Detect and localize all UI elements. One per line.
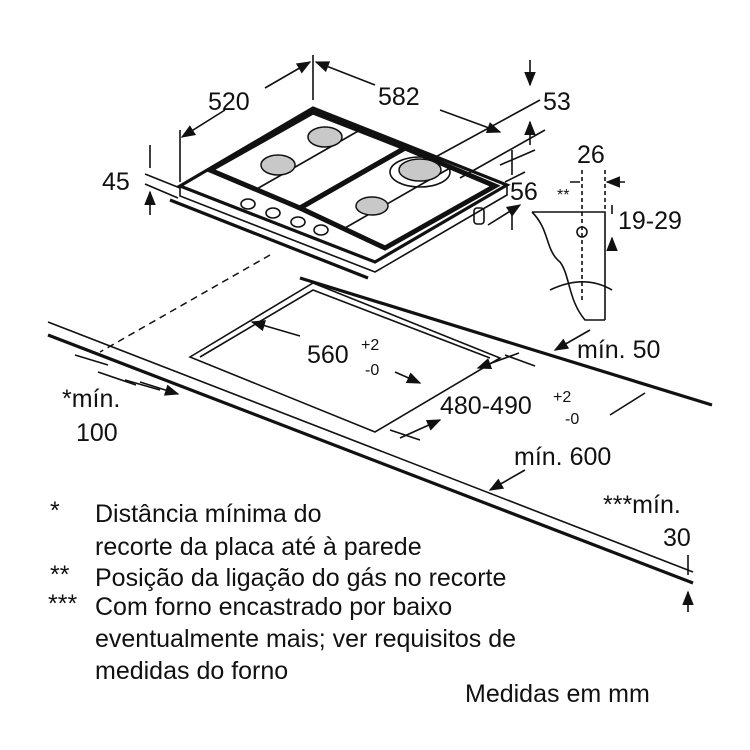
- gas-connection-detail: [531, 170, 625, 321]
- cutout-width-tol-plus: +2: [361, 337, 379, 354]
- depth-label: 520: [208, 88, 250, 116]
- footnote-text: Com forno encastrado por baixo: [95, 593, 452, 621]
- gas-marker-label: **: [557, 187, 569, 204]
- footnote-text: eventualmente mais; ver requisitos de: [95, 625, 516, 653]
- footnote-mark: ***: [48, 590, 77, 618]
- worktop-min-label: mín. 600: [514, 443, 611, 471]
- cutout-width-label: 560: [307, 341, 349, 369]
- oven-min-label: ***mín.: [603, 491, 681, 519]
- cutout-width-tol-minus: -0: [365, 362, 379, 379]
- footnote-text: recorte da placa até à parede: [95, 533, 422, 561]
- top-gap-label: 53: [543, 88, 571, 116]
- worktop-drawing: [47, 254, 713, 612]
- footnotes: * Distância mínima do recorte da placa a…: [48, 497, 516, 685]
- cutout-depth-label: 480-490: [440, 392, 532, 420]
- control-knobs: [240, 198, 329, 236]
- burner-icon: [355, 196, 389, 216]
- footnote-text: medidas do forno: [95, 657, 288, 685]
- footnote-mark: **: [50, 561, 70, 589]
- width-label: 582: [378, 83, 420, 111]
- oven-min-value: 30: [663, 524, 691, 552]
- wall-min-label: *mín.: [62, 385, 120, 413]
- burner-icon: [398, 158, 442, 182]
- burner-icon: [307, 126, 343, 148]
- footnote-mark: *: [50, 497, 60, 525]
- units-note: Medidas em mm: [465, 680, 650, 708]
- hob-dimension-lines: [145, 55, 546, 230]
- cutout-depth-tol-plus: +2: [553, 389, 571, 406]
- base-height-label: 56: [510, 178, 538, 206]
- wall-min-value: 100: [76, 419, 118, 447]
- hob-drawing: [169, 106, 511, 280]
- height-label: 45: [102, 168, 130, 196]
- rear-min-label: mín. 50: [577, 336, 660, 364]
- burner-icon: [260, 154, 296, 176]
- footnote-text: Posição da ligação do gás no recorte: [95, 564, 506, 592]
- gas-height-label: 19-29: [618, 207, 682, 235]
- cutout-depth-tol-minus: -0: [565, 411, 579, 428]
- footnote-text: Distância mínima do: [95, 500, 321, 528]
- gas-offset-label: 26: [577, 141, 605, 169]
